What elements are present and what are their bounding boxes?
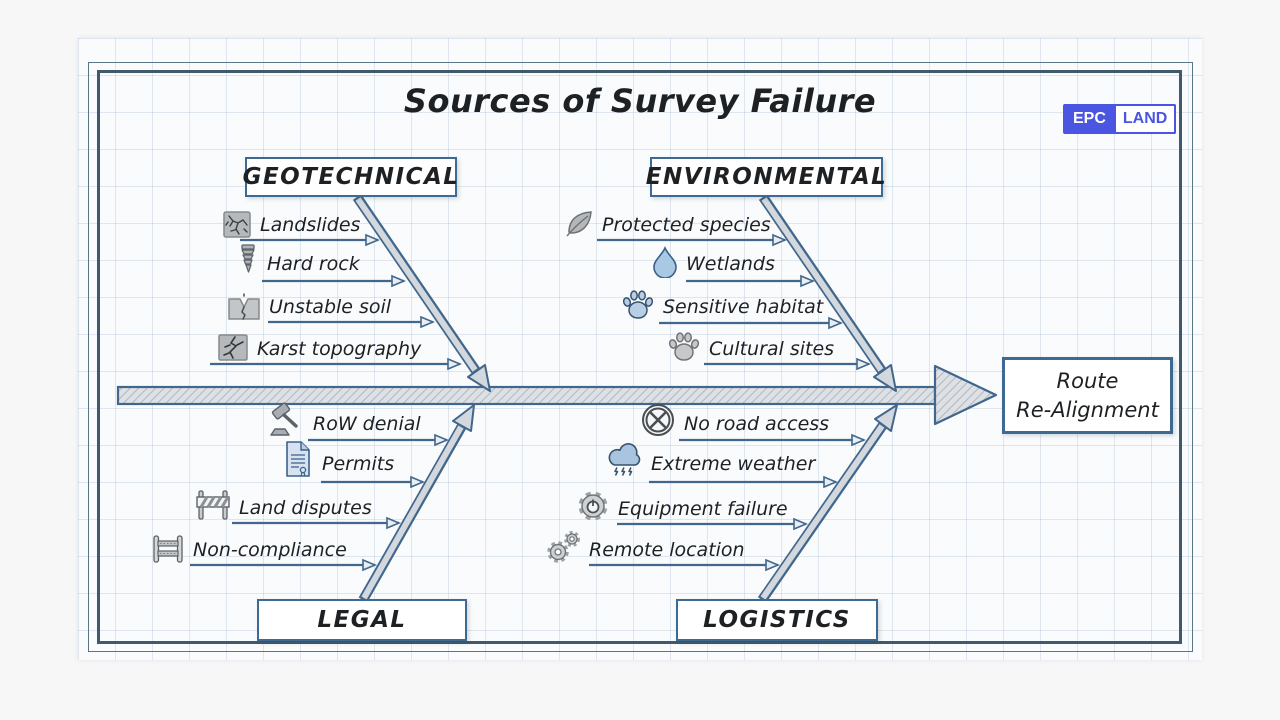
cause-arrows-environmental (597, 240, 869, 364)
cause-arrows-logistics (589, 440, 864, 565)
effect-line1: Route (1056, 369, 1119, 394)
leaf-icon (566, 211, 592, 237)
branch-logistics (757, 404, 898, 603)
diagram-frame-outer (88, 62, 1193, 652)
storm-cloud-icon (608, 443, 641, 476)
cause-unstable-soil: Unstable soil (227, 289, 391, 321)
cause-cultural-sites: Cultural sites (667, 331, 834, 363)
cause-label: Permits (322, 453, 395, 475)
gavel-icon (270, 402, 298, 436)
cause-label: Hard rock (267, 253, 360, 275)
category-box-legal: LEGAL (257, 599, 467, 641)
gears-icon (547, 531, 580, 563)
branch-geotechnical (352, 194, 491, 392)
grid-paper-background (78, 38, 1202, 660)
cause-karst-topography: Karst topography (217, 331, 421, 363)
cause-label: Sensitive habitat (663, 296, 824, 318)
rock-drill-icon (241, 244, 255, 273)
cause-label: Equipment failure (618, 498, 788, 520)
cause-row-denial: RoW denial (267, 402, 421, 438)
category-label-legal: LEGAL (317, 607, 407, 633)
logo-land: LAND (1115, 104, 1177, 134)
cause-landslides: Landslides (222, 207, 360, 239)
cause-label: Non-compliance (193, 539, 347, 561)
cause-sensitive-habitat: Sensitive habitat (621, 289, 823, 321)
cause-label: Cultural sites (709, 338, 835, 360)
category-label-geotechnical: GEOTECHNICAL (242, 164, 460, 190)
cause-hard-rock: Hard rock (237, 244, 360, 278)
cause-label: Land disputes (239, 497, 372, 519)
logo-epc: EPC (1063, 104, 1116, 134)
cause-equipment-failure: Equipment failure (574, 491, 788, 523)
category-box-logistics: LOGISTICS (676, 599, 878, 641)
fence-icon (153, 535, 183, 563)
cracked-ground-icon (223, 211, 251, 238)
cause-non-compliance: Non-compliance (151, 532, 347, 564)
paw-print-icon (668, 332, 700, 361)
karst-fissure-icon (218, 334, 248, 361)
category-box-geotechnical: GEOTECHNICAL (242, 157, 460, 197)
cause-extreme-weather: Extreme weather (605, 443, 816, 478)
cause-label: Protected species (602, 214, 771, 236)
cause-remote-location: Remote location (547, 531, 745, 564)
cause-no-road-access: No road access (640, 404, 830, 438)
category-box-environmental: ENVIRONMENTAL (646, 157, 886, 197)
branch-environmental (758, 194, 897, 392)
cause-label: RoW denial (313, 413, 421, 435)
soil-crack-icon (228, 293, 260, 320)
no-entry-icon (642, 404, 674, 436)
effect-line2: Re-Alignment (1016, 397, 1159, 422)
cause-protected-species: Protected species (564, 207, 771, 239)
diagram-title: Sources of Survey Failure (403, 82, 877, 120)
paw-print-icon (622, 290, 654, 319)
cause-land-disputes: Land disputes (195, 490, 372, 522)
cause-label: Extreme weather (651, 453, 816, 475)
cause-permits: Permits (282, 441, 395, 478)
cause-arrows-geotechnical (210, 240, 460, 364)
barrier-icon (196, 490, 230, 520)
cause-arrows-legal (190, 440, 447, 565)
cause-label: No road access (684, 413, 830, 435)
cause-label: Remote location (589, 539, 745, 561)
cause-label: Landslides (260, 214, 361, 236)
document-icon (286, 441, 310, 477)
category-label-environmental: ENVIRONMENTAL (645, 164, 888, 190)
effect-box-route-realignment: Route Re-Alignment (1002, 357, 1173, 434)
cause-label: Karst topography (257, 338, 422, 360)
diagram-frame-inner (97, 70, 1182, 644)
category-label-logistics: LOGISTICS (703, 607, 851, 633)
gear-power-icon (578, 491, 608, 521)
water-drop-icon (653, 246, 677, 278)
branch-legal (358, 404, 475, 603)
cause-label: Unstable soil (269, 296, 392, 318)
cause-label: Wetlands (686, 253, 775, 275)
spine-arrow (116, 364, 998, 426)
cause-wetlands: Wetlands (652, 246, 775, 278)
epc-land-logo: EPC LAND (1063, 104, 1177, 134)
